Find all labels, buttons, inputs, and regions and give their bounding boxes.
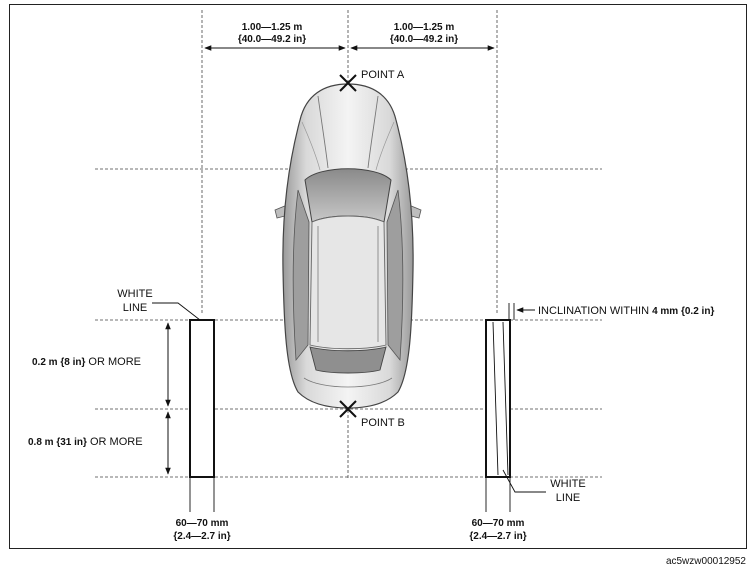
car-top-view [274,83,422,409]
top-dimension-left-in: {40.0—49.2 in} [238,34,306,45]
inclination-label-value: 4 mm {0.2 in} [652,306,714,317]
point-a-label: POINT A [361,69,405,81]
width-right-in: {2.4—2.7 in} [469,531,526,542]
width-right-mm: 60—70 mm [472,518,525,529]
white-line-left-label-2: LINE [123,302,147,314]
width-left-in: {2.4—2.7 in} [173,531,230,542]
point-b-label: POINT B [361,417,405,429]
top-dimension-left-m: 1.00—1.25 m [242,22,303,33]
figure-id: ac5wzw00012952 [666,556,746,567]
white-line-left-leader [152,302,201,321]
top-dimension-right-m: 1.00—1.25 m [394,22,455,33]
upper-gap-suffix: OR MORE [85,356,141,368]
inclination-line [492,321,509,476]
inclination-label: INCLINATION WITHIN 4 mm {0.2 in} [538,305,714,317]
lower-gap-value: 0.8 m {31 in} [28,437,87,448]
top-dimension-right-in: {40.0—49.2 in} [390,34,458,45]
width-left-mm: 60—70 mm [176,518,229,529]
white-line-right [485,319,511,478]
lower-gap-label: 0.8 m {31 in} OR MORE [28,436,143,448]
figure-frame [9,4,747,549]
white-line-left [189,319,215,478]
white-line-right-label-1: WHITE [550,478,585,490]
point-a-mark [339,74,357,92]
inclination-label-text: INCLINATION WITHIN [538,305,652,317]
white-line-right-leader [502,469,546,493]
lower-gap-suffix: OR MORE [87,436,143,448]
point-b-mark [339,400,357,418]
white-line-left-label-1: WHITE [117,288,152,300]
upper-gap-value: 0.2 m {8 in} [32,357,85,368]
upper-gap-label: 0.2 m {8 in} OR MORE [32,356,141,368]
white-line-right-label-2: LINE [556,492,580,504]
